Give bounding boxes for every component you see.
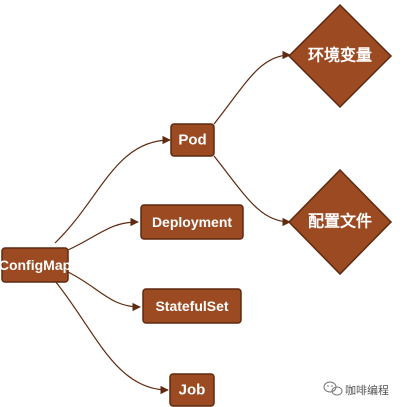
edge-configmap-deployment [67,217,139,251]
node-config-file: 配置文件 [287,168,393,276]
node-config-file-label: 配置文件 [308,212,372,231]
node-env-vars-label: 环境变量 [308,46,372,65]
node-deployment-label: Deployment [152,214,232,230]
node-job-label: Job [179,382,206,399]
node-env-vars: 环境变量 [287,3,393,109]
edges [54,50,291,395]
node-deployment: Deployment [140,204,244,240]
node-statefulset-label: StatefulSet [155,298,228,314]
wechat-icon [323,381,343,396]
watermark-text: 咖啡编程 [345,383,389,397]
edge-configmap-job [54,280,169,395]
node-statefulset: StatefulSet [142,288,242,324]
edge-pod-config-file [213,155,291,227]
node-pod: Pod [170,123,215,157]
watermark: 咖啡编程 [323,381,389,397]
node-job: Job [169,373,215,407]
node-configmap-label: ConfigMap [0,257,71,273]
node-configmap: ConfigMap [0,247,71,283]
edge-configmap-statefulset [67,271,141,312]
edge-pod-env-vars [213,50,291,125]
node-pod-label: Pod [178,132,206,149]
edge-configmap-pod [54,135,171,244]
